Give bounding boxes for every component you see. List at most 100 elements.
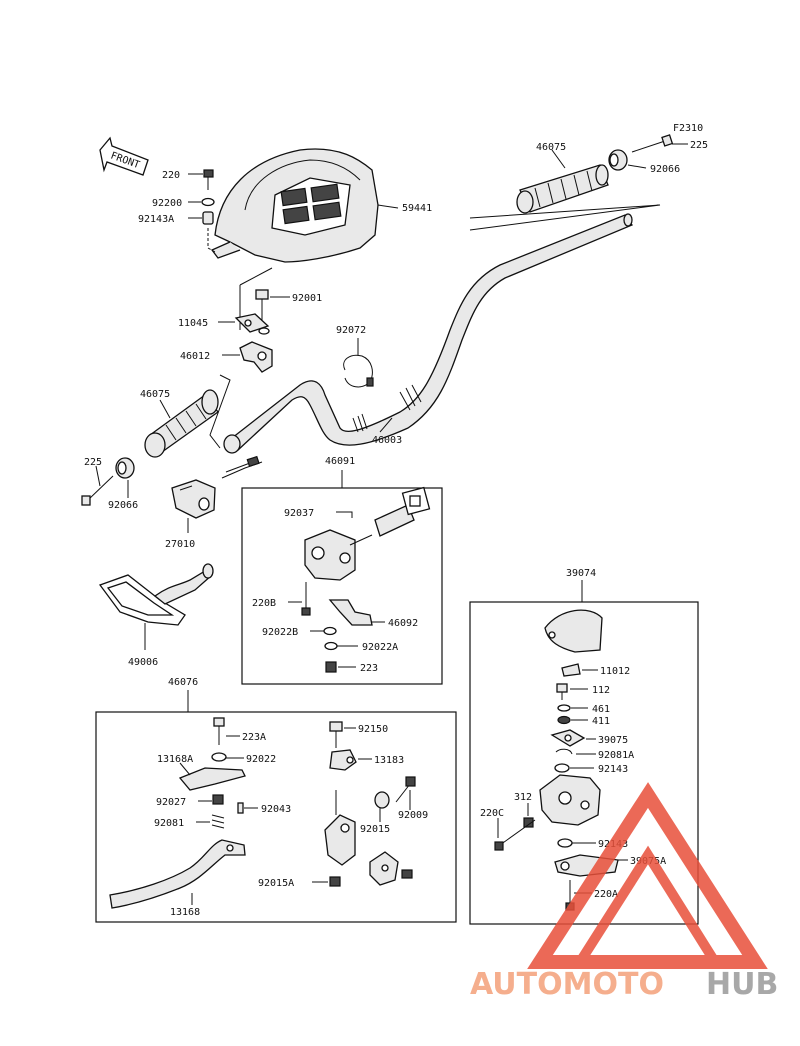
label-223: 223	[360, 663, 378, 674]
label-92043: 92043	[261, 804, 291, 815]
label-112: 112	[592, 685, 610, 696]
bracket-13168a	[178, 767, 246, 791]
label-49006: 49006	[128, 657, 158, 668]
label-46076: 46076	[168, 677, 198, 688]
band-92072	[343, 354, 374, 388]
label-225-right: 225	[690, 140, 708, 151]
washer-92143-b	[557, 838, 573, 848]
label-92143-a: 92143	[598, 764, 628, 775]
label-27010: 27010	[165, 539, 195, 550]
label-92022b: 92022B	[262, 627, 298, 638]
pin-92043	[237, 802, 244, 814]
collar-92143a	[202, 211, 214, 225]
box-39074	[469, 601, 699, 925]
label-312: 312	[514, 792, 532, 803]
label-11012: 11012	[600, 666, 630, 677]
lever-39075	[550, 729, 586, 747]
label-461: 461	[592, 704, 610, 715]
screw-225-left	[81, 475, 114, 506]
label-92143a-top: 92143A	[138, 214, 174, 225]
label-92150: 92150	[358, 724, 388, 735]
handlebar-46003	[223, 213, 633, 454]
label-39075: 39075	[598, 735, 628, 746]
washer-92022b	[323, 626, 337, 636]
label-220b: 220B	[252, 598, 276, 609]
adjuster-92015	[374, 791, 390, 809]
clamp-13183	[329, 749, 357, 771]
label-92015a: 92015A	[258, 878, 294, 889]
label-92066-left: 92066	[108, 500, 138, 511]
label-13168: 13168	[170, 907, 200, 918]
label-92022a: 92022A	[362, 642, 398, 653]
nut-312	[523, 817, 534, 828]
label-92022: 92022	[246, 754, 276, 765]
washer-92200	[201, 197, 215, 207]
label-92081: 92081	[154, 818, 184, 829]
screw-small	[401, 869, 413, 879]
screw-220c	[494, 819, 536, 851]
label-223a: 223A	[242, 732, 266, 743]
label-92037: 92037	[284, 508, 314, 519]
label-220c: 220C	[480, 808, 504, 819]
lever-13168	[109, 839, 246, 909]
bracket-11045	[234, 313, 270, 335]
screw-225-right	[631, 134, 674, 153]
clamp-46012	[239, 341, 273, 373]
label-39074: 39074	[566, 568, 596, 579]
front-arrow-icon: FRONT	[99, 136, 149, 176]
label-46092: 46092	[388, 618, 418, 629]
grip-46075-right	[516, 164, 609, 214]
bolt-223a	[213, 717, 225, 745]
label-411: 411	[592, 716, 610, 727]
screw-92009	[395, 776, 416, 803]
bolt-92001	[255, 289, 269, 320]
nut-92015a	[329, 876, 341, 887]
washer-461	[557, 704, 571, 712]
label-13168a: 13168A	[157, 754, 193, 765]
label-220: 220	[162, 170, 180, 181]
guard-49006	[98, 563, 214, 626]
throttle-housing	[304, 529, 373, 581]
washer-92022a	[324, 641, 338, 651]
ref-code: F2310	[673, 123, 703, 134]
watermark-logo: AUTOMOTO HUB	[470, 782, 778, 1002]
grip-46075-left	[144, 389, 219, 458]
label-92027: 92027	[156, 797, 186, 808]
washer-411	[557, 715, 571, 725]
bolt-220	[203, 169, 214, 190]
label-92081a: 92081A	[598, 750, 634, 761]
label-92072: 92072	[336, 325, 366, 336]
nut-92027	[212, 794, 224, 805]
watermark-text-a: AUTOMOTO	[470, 967, 664, 1002]
label-59441: 59441	[402, 203, 432, 214]
label-92009: 92009	[398, 810, 428, 821]
label-92200: 92200	[152, 198, 182, 209]
label-46012: 46012	[180, 351, 210, 362]
end-cap-92066-left	[115, 457, 135, 479]
switch-27010	[171, 479, 216, 519]
washer-92022	[211, 752, 227, 762]
label-46091: 46091	[325, 456, 355, 467]
label-225-left: 225	[84, 457, 102, 468]
label-92066-right: 92066	[650, 164, 680, 175]
label-220a: 220A	[594, 889, 618, 900]
label-46003: 46003	[372, 435, 402, 446]
nut-223	[325, 661, 337, 673]
label-46075-left: 46075	[140, 389, 170, 400]
cover-59441	[210, 148, 399, 263]
throttle-case	[539, 774, 601, 826]
washer-92143-a	[554, 763, 570, 773]
clip-11012	[561, 663, 581, 677]
spring-92081a	[555, 748, 573, 755]
perch-assembly	[324, 790, 399, 886]
end-cap-92066-right	[608, 149, 628, 171]
label-92001: 92001	[292, 293, 322, 304]
bolt-112	[556, 683, 568, 700]
lever-46092	[328, 599, 373, 626]
label-11045: 11045	[178, 318, 208, 329]
connector	[374, 486, 431, 537]
label-92015: 92015	[360, 824, 390, 835]
watermark-text-b: HUB	[706, 967, 778, 1002]
label-46075-right: 46075	[536, 142, 566, 153]
